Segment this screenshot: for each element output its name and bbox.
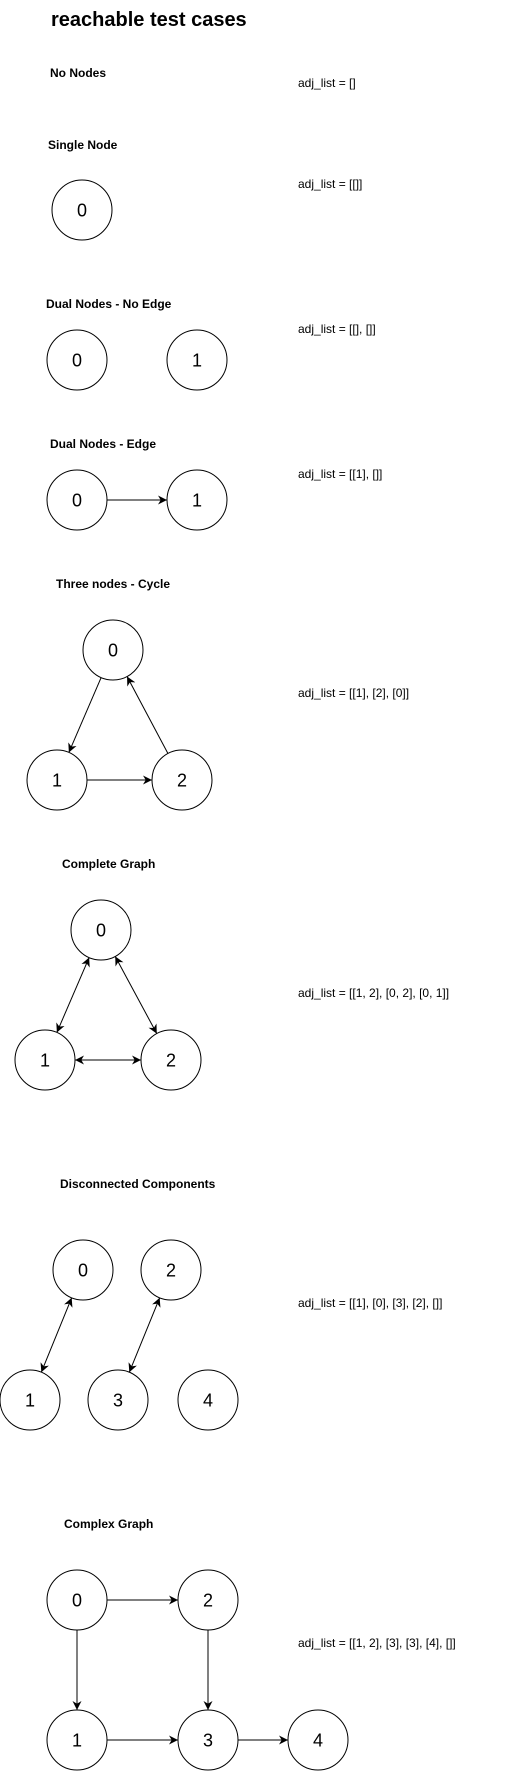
node-label: 4 xyxy=(313,1731,323,1751)
node-circle xyxy=(177,1369,239,1431)
node-circle xyxy=(46,469,108,531)
adjacency-list-label: adj_list = [[1], [0], [3], [2], []] xyxy=(298,1296,442,1310)
graph-node: 0 xyxy=(46,469,108,531)
graph-node: 4 xyxy=(287,1709,349,1771)
node-label: 0 xyxy=(72,351,82,371)
graph-node: 4 xyxy=(177,1369,239,1431)
node-label: 0 xyxy=(78,1261,88,1281)
node-label: 2 xyxy=(203,1591,213,1611)
section-title: Dual Nodes - Edge xyxy=(50,437,156,451)
node-label: 1 xyxy=(72,1731,82,1751)
adjacency-list-label: adj_list = [[1], [2], [0]] xyxy=(298,686,409,700)
graph-node: 0 xyxy=(70,899,132,961)
node-label: 2 xyxy=(166,1261,176,1281)
node-label: 1 xyxy=(52,771,62,791)
section-title: Complex Graph xyxy=(64,1517,153,1531)
node-label: 1 xyxy=(25,1391,35,1411)
graph-node: 0 xyxy=(46,1569,108,1631)
node-label: 2 xyxy=(177,771,187,791)
bidirectional-edge xyxy=(128,1297,161,1373)
graph-node: 0 xyxy=(82,619,144,681)
node-circle xyxy=(151,749,213,811)
graph-node: 3 xyxy=(87,1369,149,1431)
graph-node: 1 xyxy=(166,469,228,531)
node-circle xyxy=(140,1239,202,1301)
node-circle xyxy=(166,469,228,531)
bidirectional-edge xyxy=(56,957,90,1033)
graph-node: 0 xyxy=(52,1239,114,1301)
graph-node: 1 xyxy=(26,749,88,811)
adjacency-list-label: adj_list = [[]] xyxy=(298,177,362,191)
bidirectional-edge xyxy=(114,956,158,1034)
section-title: Single Node xyxy=(48,138,118,152)
node-circle xyxy=(82,619,144,681)
test-case-section: Three nodes - Cycle adj_list = [[1], [2],… xyxy=(26,577,409,811)
node-label: 0 xyxy=(72,491,82,511)
section-title: Dual Nodes - No Edge xyxy=(46,297,172,311)
node-label: 1 xyxy=(192,491,202,511)
directed-edge xyxy=(68,677,102,753)
graph-node: 1 xyxy=(166,329,228,391)
adjacency-list-label: adj_list = [[1], []] xyxy=(298,467,382,481)
section-title: Three nodes - Cycle xyxy=(56,577,170,591)
node-circle xyxy=(51,179,113,241)
test-case-section: Complete Graph adj_list = [[1, 2], [0, 2]… xyxy=(14,857,449,1091)
test-case-section: Disconnected Components adj_list = [[1], … xyxy=(0,1177,442,1431)
adjacency-list-label: adj_list = [[1, 2], [0, 2], [0, 1]] xyxy=(298,986,449,1000)
node-circle xyxy=(177,1569,239,1631)
node-circle xyxy=(46,1709,108,1771)
test-case-section: Single Node adj_list = [[]] 0 xyxy=(48,138,362,241)
node-circle xyxy=(177,1709,239,1771)
node-circle xyxy=(140,1029,202,1091)
node-label: 0 xyxy=(108,641,118,661)
adjacency-list-label: adj_list = [[], []] xyxy=(298,322,376,336)
test-case-section: Complex Graph adj_list = [[1, 2], [3], [3… xyxy=(46,1517,456,1771)
node-label: 0 xyxy=(72,1591,82,1611)
test-case-section: No Nodes adj_list = [] xyxy=(50,66,356,90)
section-title: Complete Graph xyxy=(62,857,155,871)
node-circle xyxy=(0,1369,61,1431)
graph-node: 1 xyxy=(46,1709,108,1771)
adjacency-list-label: adj_list = [[1, 2], [3], [3], [4], []] xyxy=(298,1636,456,1650)
adjacency-list-label: adj_list = [] xyxy=(298,76,356,90)
node-label: 1 xyxy=(192,351,202,371)
node-label: 2 xyxy=(166,1051,176,1071)
graph-node: 0 xyxy=(46,329,108,391)
bidirectional-edge xyxy=(40,1297,73,1373)
graph-node: 2 xyxy=(177,1569,239,1631)
node-label: 4 xyxy=(203,1391,213,1411)
graph-node: 3 xyxy=(177,1709,239,1771)
node-circle xyxy=(166,329,228,391)
node-circle xyxy=(52,1239,114,1301)
node-circle xyxy=(87,1369,149,1431)
test-case-sections: No Nodes adj_list = [] Single Node adj_list… xyxy=(0,66,456,1771)
node-circle xyxy=(46,1569,108,1631)
test-case-section: Dual Nodes - No Edge adj_list = [[], []] 0… xyxy=(46,297,376,391)
graph-node: 2 xyxy=(140,1029,202,1091)
node-circle xyxy=(14,1029,76,1091)
node-label: 3 xyxy=(113,1391,123,1411)
directed-edge xyxy=(126,676,169,754)
graph-node: 1 xyxy=(14,1029,76,1091)
node-circle xyxy=(46,329,108,391)
graph-node: 1 xyxy=(0,1369,61,1431)
node-label: 0 xyxy=(77,201,87,221)
section-title: Disconnected Components xyxy=(60,1177,216,1191)
page-title: reachable test cases xyxy=(51,9,247,31)
graph-node: 0 xyxy=(51,179,113,241)
node-label: 1 xyxy=(40,1051,50,1071)
node-circle xyxy=(26,749,88,811)
test-case-section: Dual Nodes - Edge adj_list = [[1], []] 0 1 xyxy=(46,437,382,531)
section-title: No Nodes xyxy=(50,66,106,80)
node-label: 3 xyxy=(203,1731,213,1751)
graph-node: 2 xyxy=(140,1239,202,1301)
graph-node: 2 xyxy=(151,749,213,811)
node-label: 0 xyxy=(96,921,106,941)
node-circle xyxy=(287,1709,349,1771)
node-circle xyxy=(70,899,132,961)
